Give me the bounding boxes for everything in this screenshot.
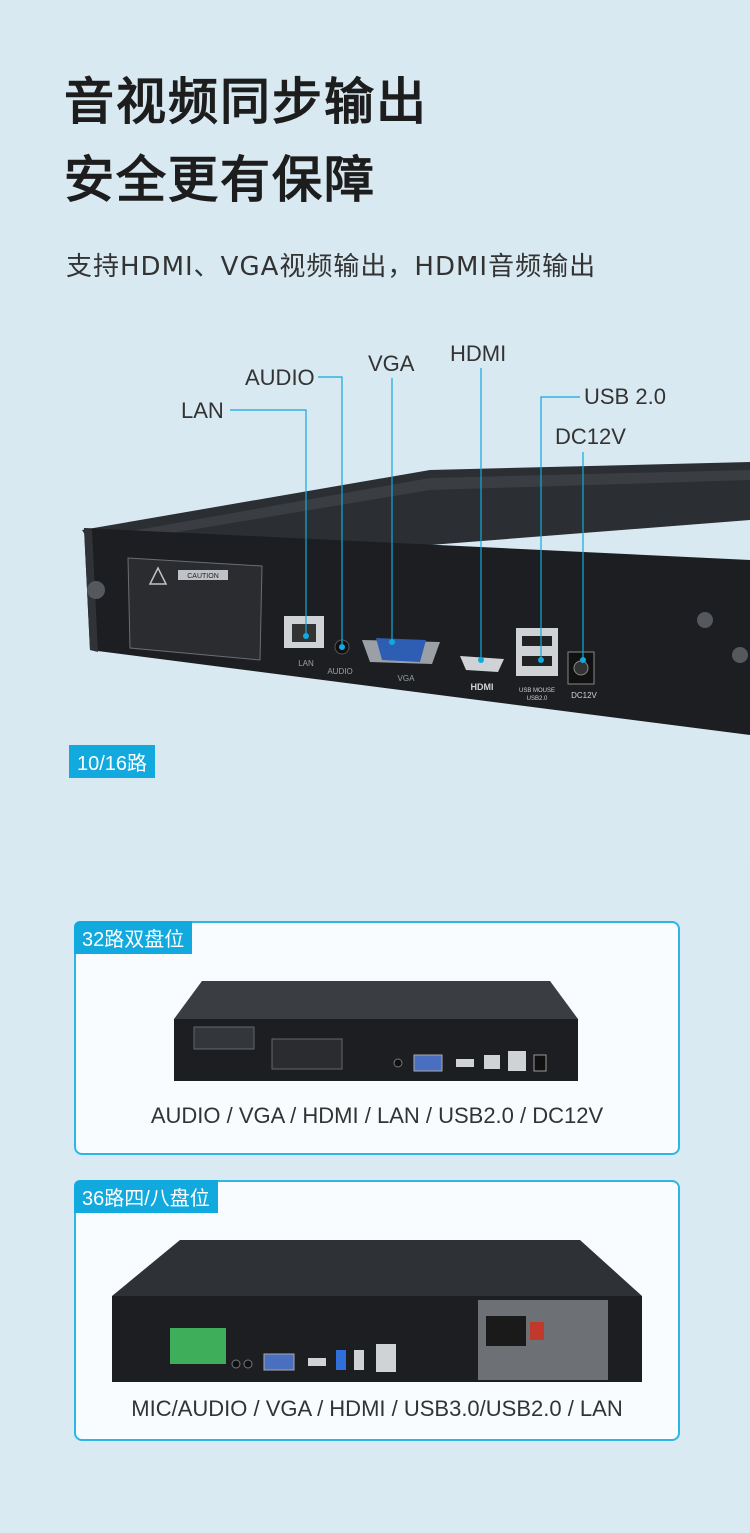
hdmi-port <box>460 656 504 672</box>
headline-line-1: 音视频同步输出 <box>64 73 428 131</box>
caption-36-channel: MIC/AUDIO / VGA / HDMI / USB3.0/USB2.0 /… <box>131 1396 623 1421</box>
dc-marking: DC12V <box>571 691 597 700</box>
caption-32-channel: AUDIO / VGA / HDMI / LAN / USB2.0 / DC12… <box>150 1103 604 1128</box>
tag-10-16-channel: 10/16路 <box>69 745 156 778</box>
label-vga: VGA <box>368 351 415 376</box>
tag-32-channel: 32路双盘位 <box>74 921 193 954</box>
nvr-32-illustration <box>174 981 578 1081</box>
lan-marking: LAN <box>298 659 314 668</box>
label-dc: DC12V <box>555 424 626 449</box>
subtitle: 支持HDMI、VGA视频输出，HDMI音频输出 <box>66 252 597 282</box>
panel-36-channel: 36路四/八盘位 MIC/AUDIO / VGA / HDMI / USB3.0… <box>74 1180 680 1441</box>
tag-36-channel: 36路四/八盘位 <box>74 1180 218 1213</box>
label-hdmi: HDMI <box>450 341 507 366</box>
audio-marking: AUDIO <box>327 667 352 676</box>
caution-label <box>178 570 228 580</box>
vga-marking: VGA <box>398 674 416 683</box>
hdmi-marking: HDMI <box>471 682 494 692</box>
usb-marking: USB MOUSE <box>519 688 555 694</box>
caution-text: CAUTION <box>187 573 219 580</box>
nvr-rear-illustration: CAUTION LAN AUDIO VGA HDMI USB MOUSE USB… <box>82 368 750 735</box>
headline-line-2: 安全更有保障 <box>64 151 376 209</box>
hero-section: 音视频同步输出 安全更有保障 支持HDMI、VGA视频输出，HDMI音频输出 C… <box>64 73 750 778</box>
usb-sub-marking: USB2.0 <box>527 696 548 702</box>
label-lan: LAN <box>181 398 224 423</box>
label-audio: AUDIO <box>245 365 315 390</box>
label-usb: USB 2.0 <box>584 384 666 409</box>
usb-ports <box>516 628 558 676</box>
panel-32-channel: 32路双盘位 AUDIO / VGA / HDMI / LAN / USB2.0… <box>74 921 680 1155</box>
nvr-36-illustration <box>112 1240 642 1382</box>
